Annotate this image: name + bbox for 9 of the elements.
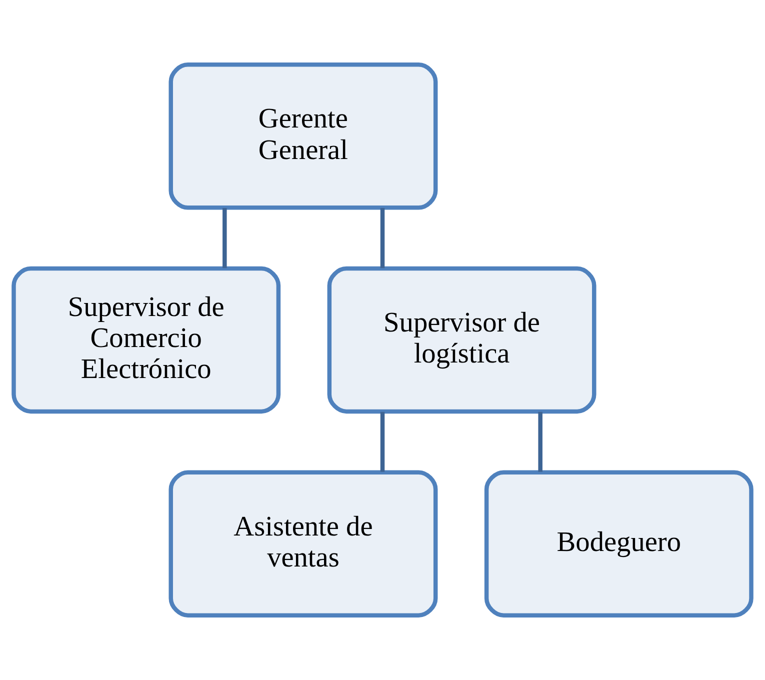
node-box: Supervisor de logística xyxy=(327,266,596,414)
connector xyxy=(222,208,227,268)
node-box: Bodeguero xyxy=(484,470,754,618)
node-box: Asistente de ventas xyxy=(168,470,438,618)
connector xyxy=(380,208,385,268)
connector xyxy=(538,412,542,472)
node-box: Gerente General xyxy=(168,62,438,210)
node-box: Supervisor de Comercio Electrónico xyxy=(12,266,281,414)
connector xyxy=(380,412,385,472)
